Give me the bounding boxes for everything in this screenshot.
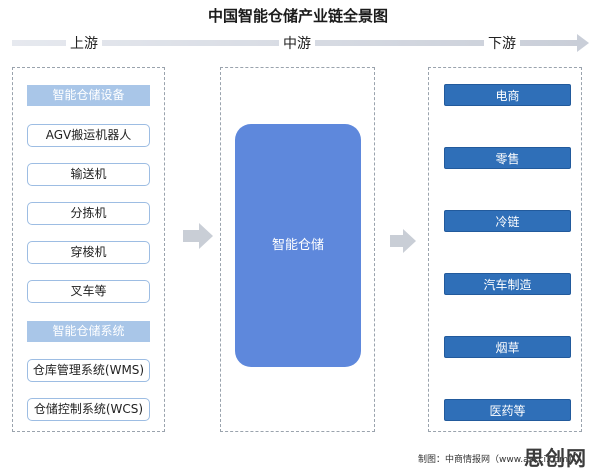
upstream-system-header: 智能仓储系统 — [27, 321, 150, 342]
upstream-item-wms: 仓库管理系统(WMS) — [27, 359, 150, 382]
upstream-item-shuttle: 穿梭机 — [27, 241, 150, 264]
downstream-item-tobacco: 烟草 — [444, 336, 571, 358]
upstream-equipment-header: 智能仓储设备 — [27, 85, 150, 106]
flow-arrow-icon — [390, 229, 416, 253]
upstream-item-conveyor: 输送机 — [27, 163, 150, 186]
downstream-item-automotive: 汽车制造 — [444, 273, 571, 295]
upstream-item-wcs: 仓储控制系统(WCS) — [27, 398, 150, 421]
upstream-panel — [12, 67, 165, 432]
upstream-item-agv: AGV搬运机器人 — [27, 124, 150, 147]
upstream-item-sorter: 分拣机 — [27, 202, 150, 225]
upstream-item-forklift: 叉车等 — [27, 280, 150, 303]
downstream-panel — [428, 67, 582, 432]
brand-watermark-logo: 思创网 — [524, 446, 587, 470]
downstream-item-retail: 零售 — [444, 147, 571, 169]
stage-label-upstream: 上游 — [66, 33, 102, 53]
downstream-item-cold-chain: 冷链 — [444, 210, 571, 232]
flow-timeline-arrowhead — [577, 34, 589, 52]
downstream-item-pharma: 医药等 — [444, 399, 571, 421]
stage-label-midstream: 中游 — [279, 33, 315, 53]
stage-label-downstream: 下游 — [484, 33, 520, 53]
midstream-panel — [220, 67, 375, 432]
downstream-item-ecommerce: 电商 — [444, 84, 571, 106]
flow-arrow-icon — [183, 223, 213, 249]
source-credit: 制图：中商情报网（www.askci.com） — [418, 455, 578, 465]
midstream-smart-warehouse-box: 智能仓储 — [235, 124, 361, 367]
chart-title: 中国智能仓储产业链全景图 — [207, 7, 388, 25]
